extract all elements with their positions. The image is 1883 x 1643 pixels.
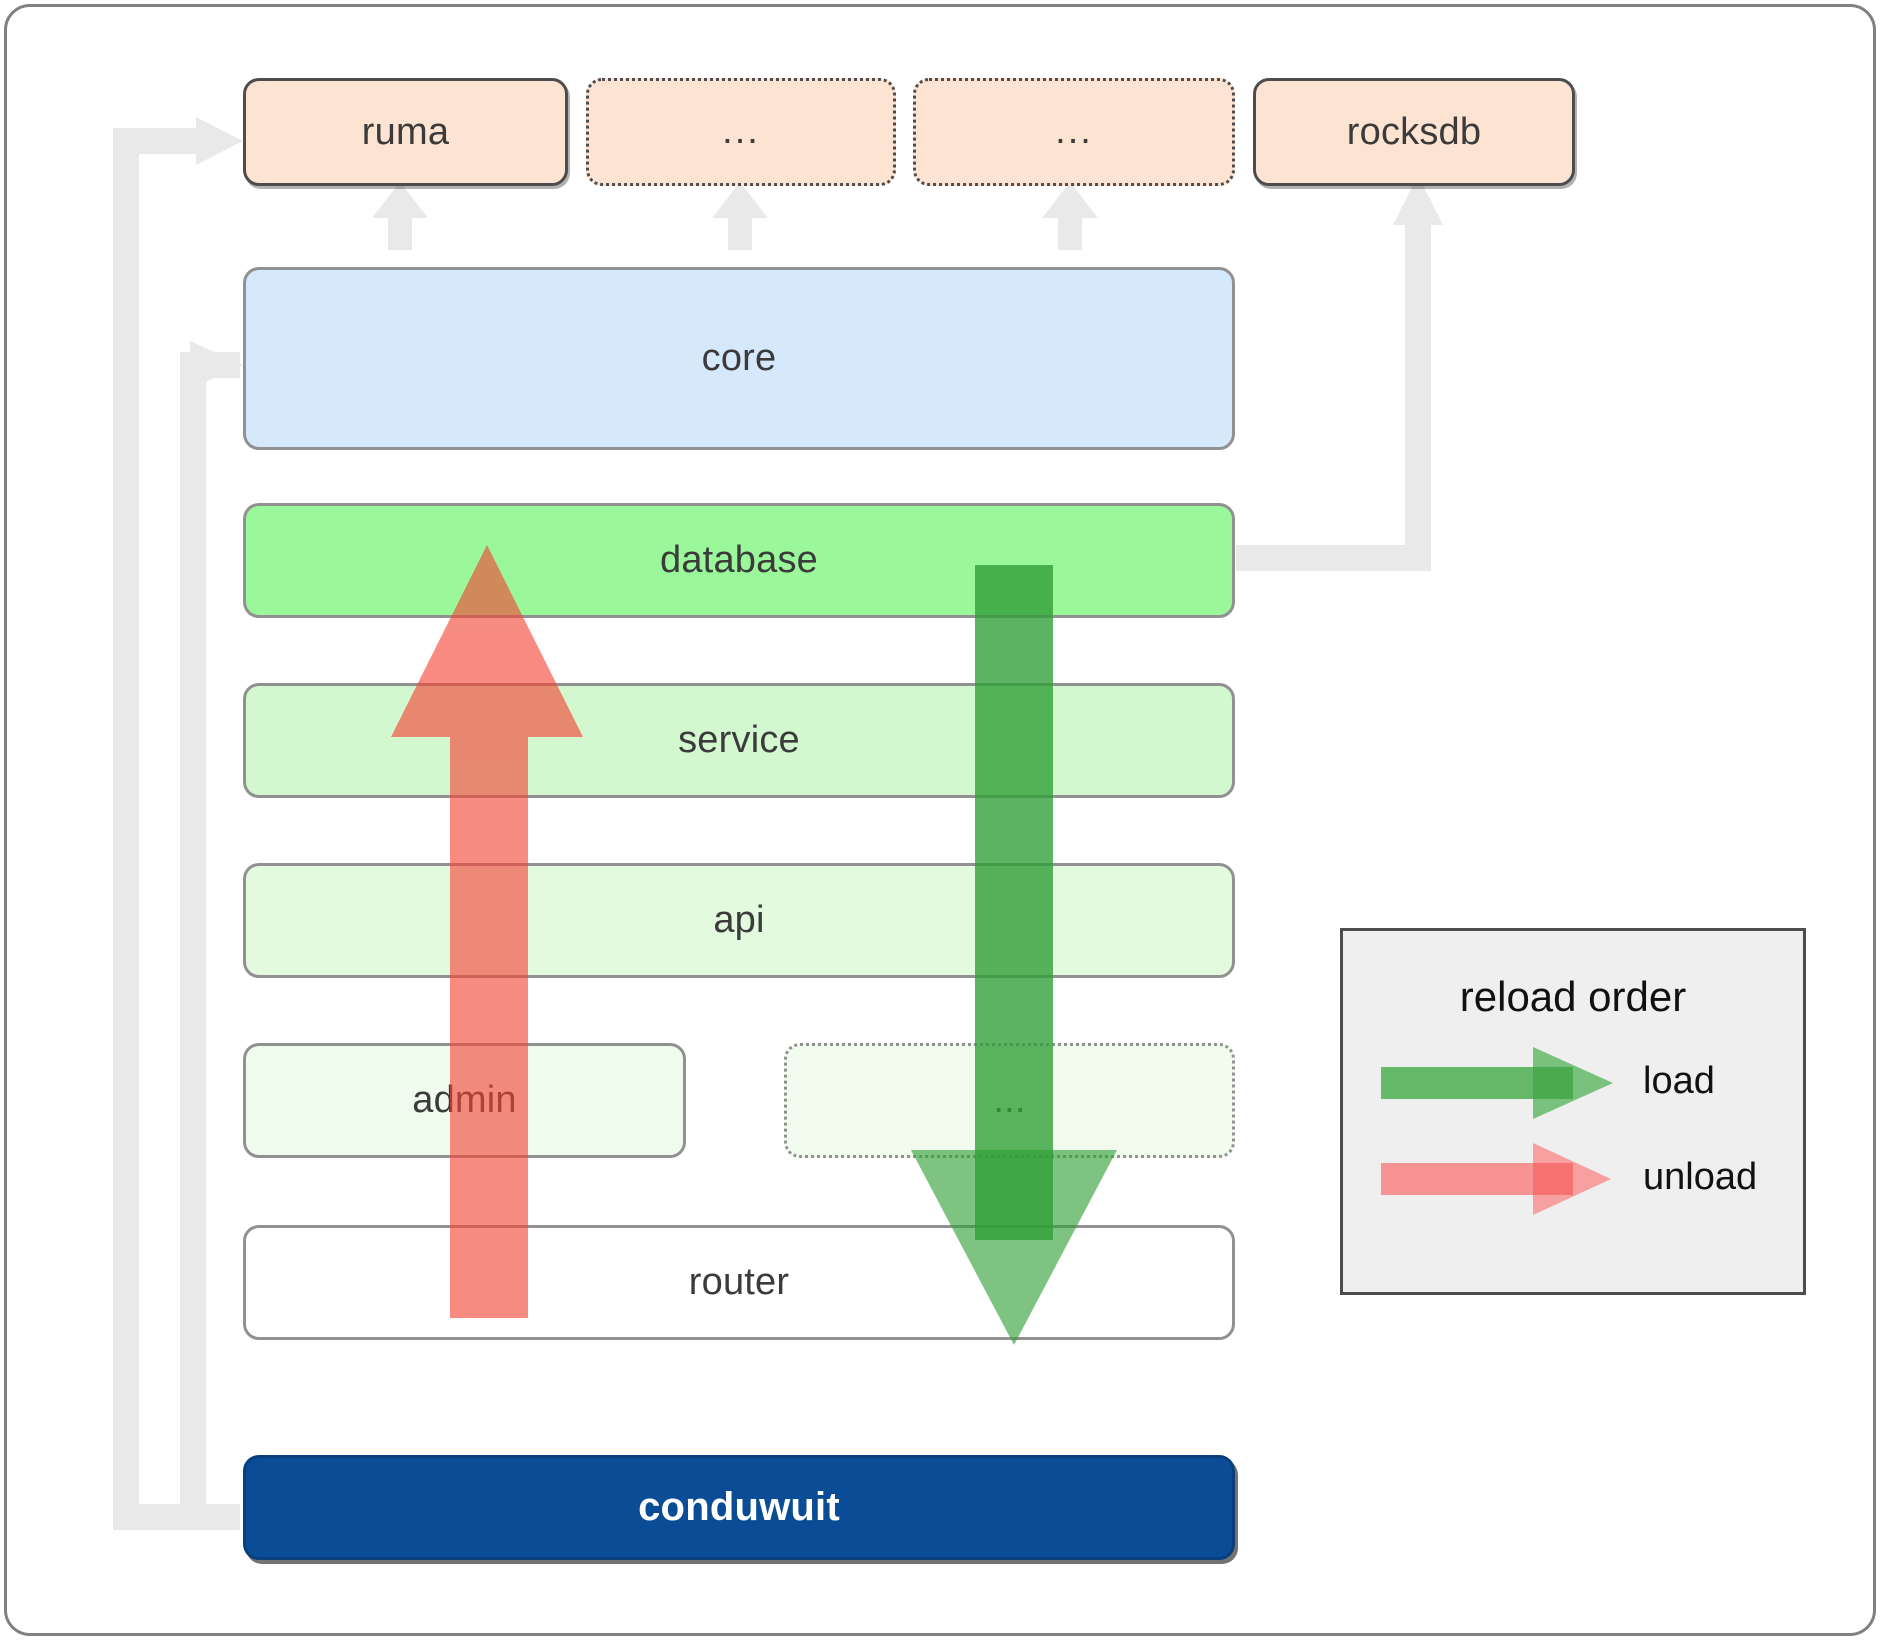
layer-box-core[interactable]: core <box>243 267 1235 450</box>
legend-label-load: load <box>1643 1060 1715 1102</box>
root-label-conduwuit: conduwuit <box>638 1485 840 1529</box>
legend-title: reload order <box>1459 973 1687 1020</box>
dependency-label-rocksdb: rocksdb <box>1346 110 1482 153</box>
dependency-box-rocksdb[interactable]: rocksdb <box>1253 78 1575 186</box>
dependency-box-2[interactable]: ... <box>586 78 896 186</box>
dependency-label-ruma: ruma <box>361 110 450 153</box>
layer-box-api[interactable]: api <box>243 863 1235 978</box>
layer-label-router: router <box>688 1261 790 1303</box>
dependency-label-2: ... <box>722 110 760 153</box>
dependency-label-3: ... <box>1055 110 1093 153</box>
layer-label-service: service <box>678 719 800 761</box>
legend-label-unload: unload <box>1643 1156 1758 1198</box>
layer-box-router[interactable]: router <box>243 1225 1235 1340</box>
dependency-box-3[interactable]: ... <box>913 78 1235 186</box>
diagram-frame <box>4 4 1876 1636</box>
legend-panel: reload order load unload <box>1340 928 1806 1295</box>
legend-arrow-svg <box>1381 1047 1613 1215</box>
layer-label-core: core <box>701 337 777 379</box>
layer-label-etc: ... <box>993 1079 1026 1121</box>
layer-box-service[interactable]: service <box>243 683 1235 798</box>
layer-label-admin: admin <box>412 1079 517 1121</box>
layer-label-api: api <box>713 899 765 941</box>
layer-box-etc[interactable]: ... <box>784 1043 1235 1158</box>
layer-box-database[interactable]: database <box>243 503 1235 618</box>
layer-box-admin[interactable]: admin <box>243 1043 686 1158</box>
layer-label-database: database <box>660 539 818 581</box>
legend-load-arrow <box>1381 1047 1613 1119</box>
dependency-box-ruma[interactable]: ruma <box>243 78 568 186</box>
root-box-conduwuit[interactable]: conduwuit <box>243 1455 1235 1560</box>
legend-unload-arrow <box>1381 1143 1611 1215</box>
